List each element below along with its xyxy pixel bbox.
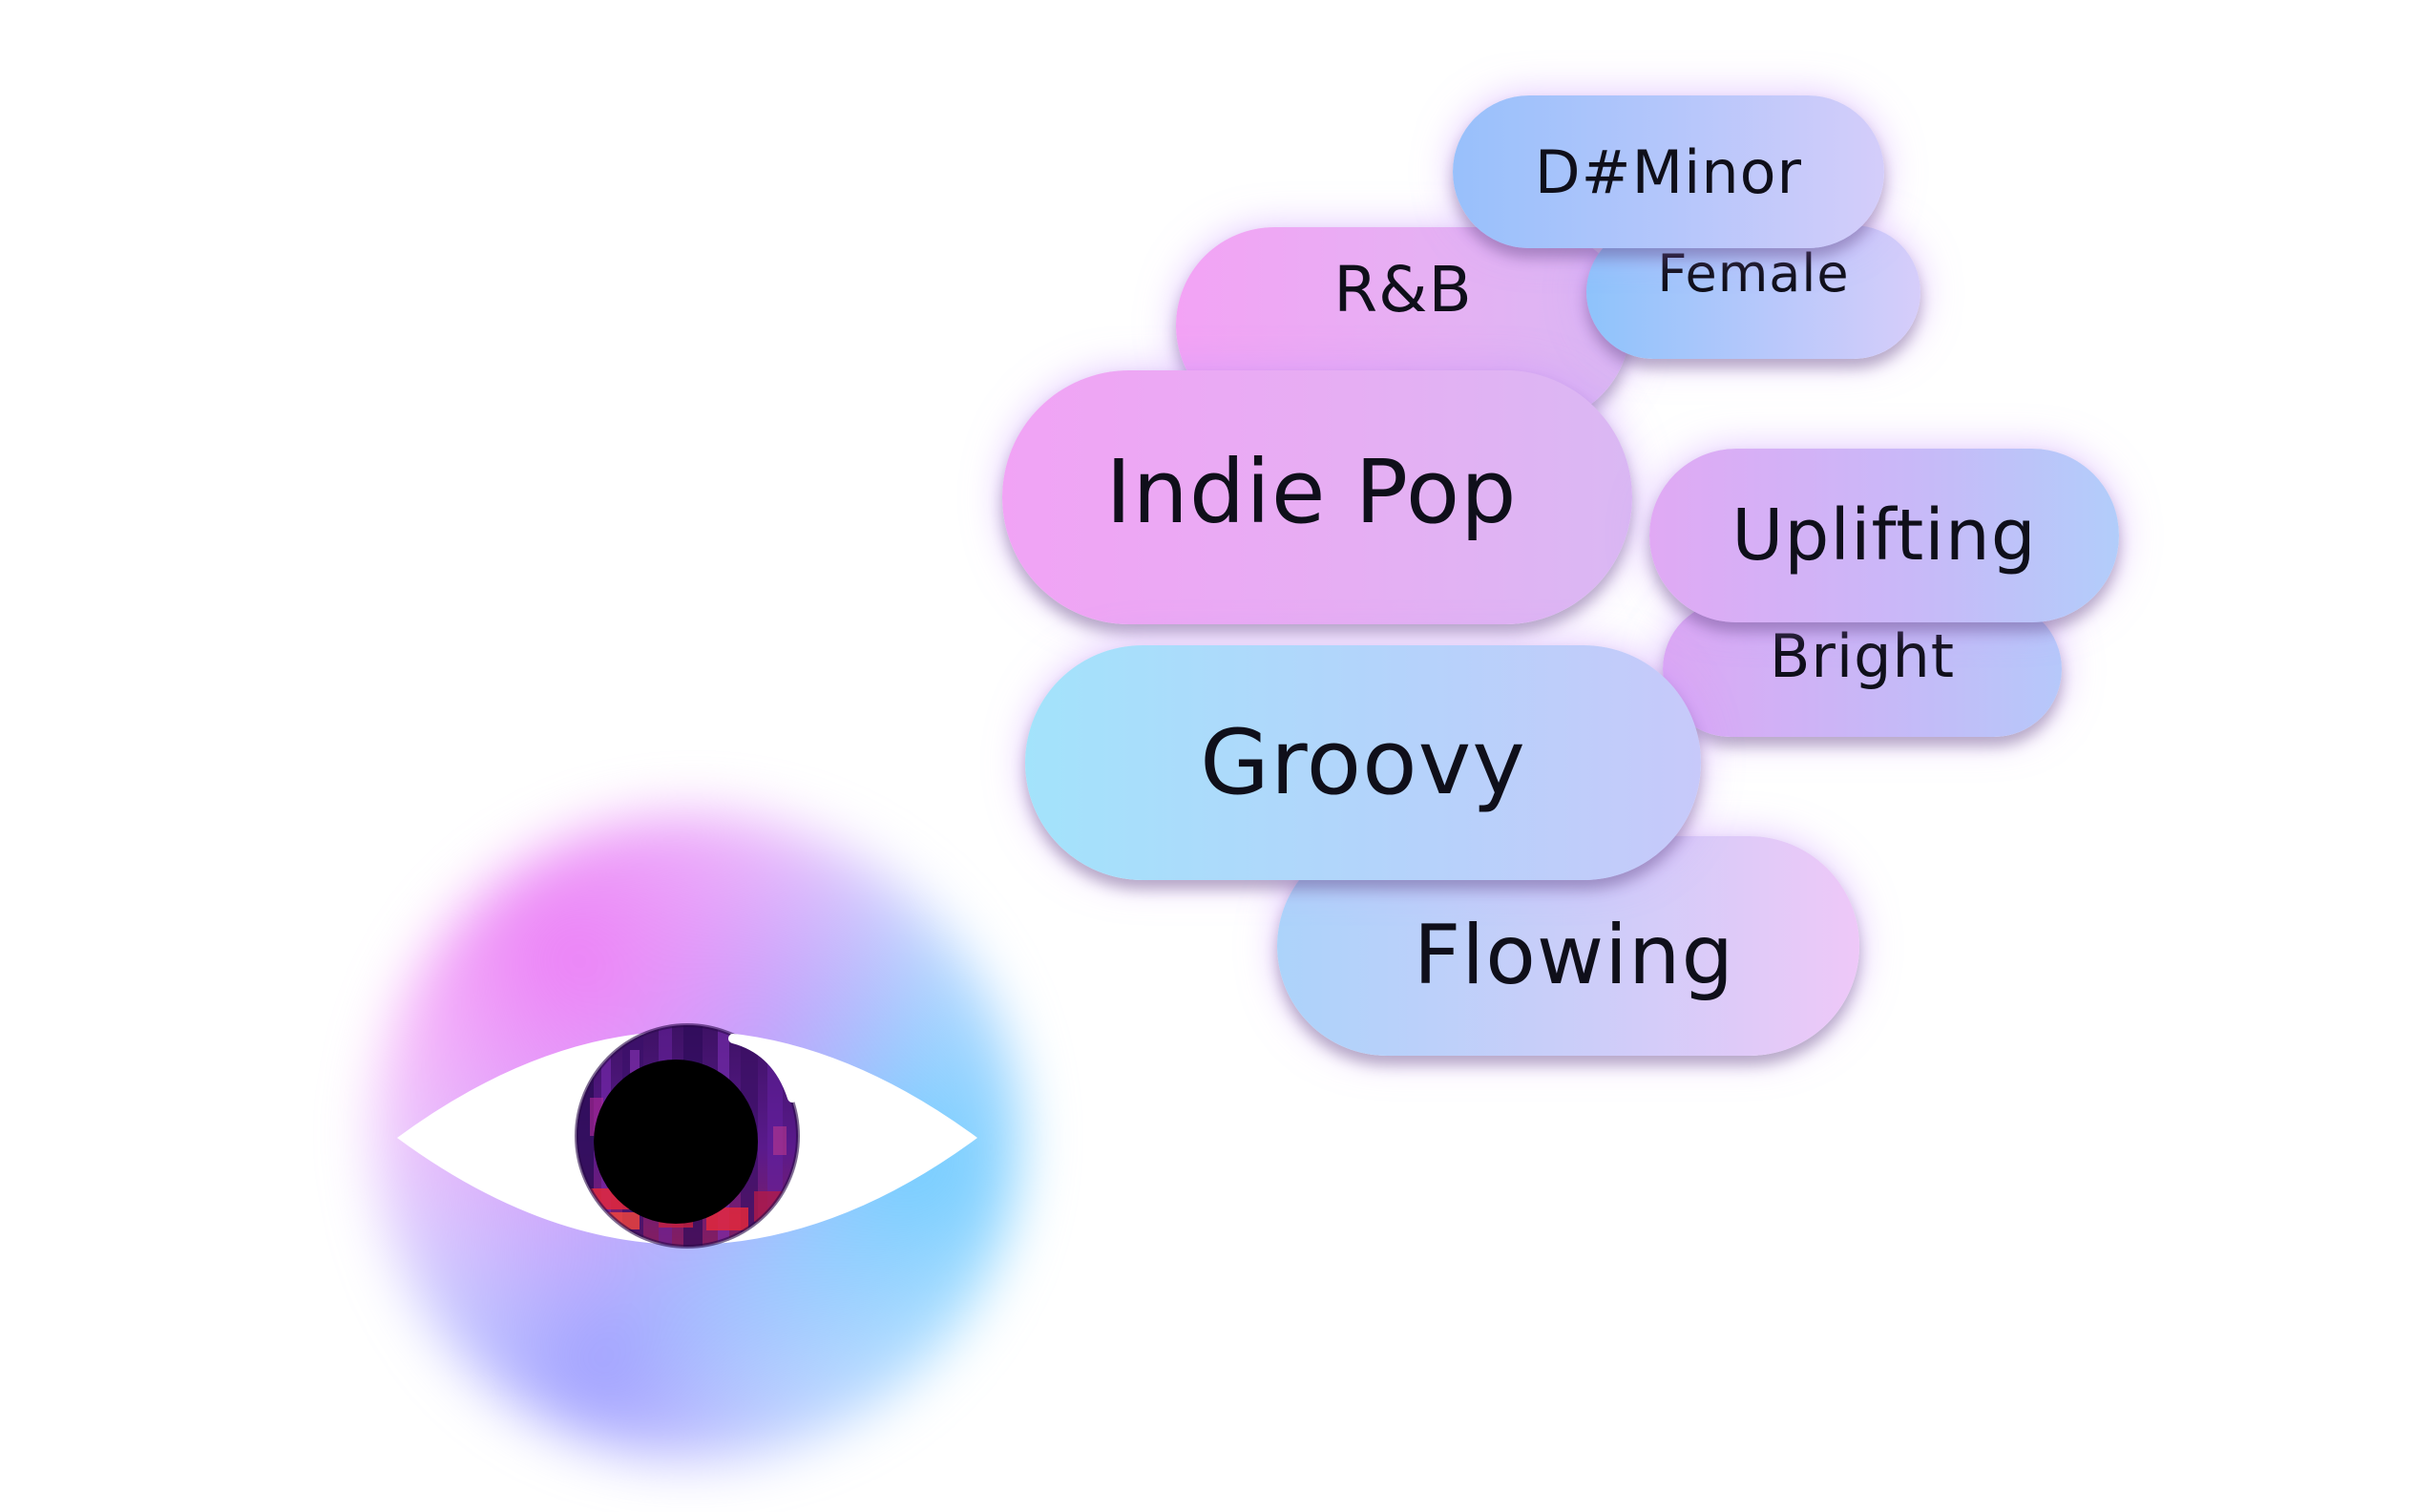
eye-highlight xyxy=(728,1034,797,1102)
tag-female-label: Female xyxy=(1657,242,1850,304)
tag-indie-pop: Indie Pop xyxy=(1002,370,1632,624)
eye-illustration xyxy=(372,811,1021,1460)
tag-groovy-label: Groovy xyxy=(1200,710,1526,815)
tag-d-minor: D#Minor xyxy=(1453,95,1884,248)
tag-uplifting-label: Uplifting xyxy=(1731,494,2037,577)
tag-indie-pop-label: Indie Pop xyxy=(1105,440,1518,543)
tag-rnb-label: R&B xyxy=(1333,252,1473,326)
eye-icon xyxy=(397,1023,977,1249)
pupil xyxy=(594,1060,758,1224)
tag-d-minor-label: D#Minor xyxy=(1534,136,1803,207)
tag-bright: Bright xyxy=(1663,601,2062,737)
tag-bright-label: Bright xyxy=(1769,620,1956,691)
tag-uplifting: Uplifting xyxy=(1649,449,2119,622)
tag-groovy: Groovy xyxy=(1025,645,1701,880)
tag-flowing-label: Flowing xyxy=(1413,908,1735,1003)
